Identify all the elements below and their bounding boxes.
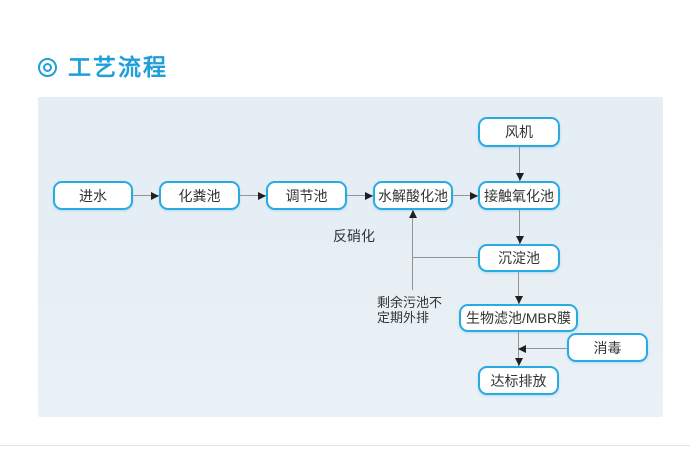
section-header: 工艺流程: [38, 52, 168, 82]
connector-line: [518, 348, 567, 349]
flow-node-label: 接触氧化池: [484, 187, 554, 204]
flow-node-disinfection: 消毒: [567, 333, 648, 362]
flow-node-blower: 风机: [478, 117, 560, 147]
flow-node-standard-discharge: 达标排放: [478, 366, 559, 395]
connector-line: [133, 195, 159, 196]
connector-line: [518, 272, 519, 304]
connector-line: [453, 195, 478, 196]
arrowhead-down-icon: [514, 358, 523, 366]
flow-node-hydrolysis-acidification-tank: 水解酸化池: [373, 181, 453, 210]
flow-node-label: 达标排放: [490, 372, 547, 389]
arrowhead-right-icon: [151, 191, 159, 200]
flow-node-label: 沉淀池: [498, 250, 540, 266]
arrowhead-left-icon: [518, 344, 526, 353]
flow-node-label: 水解酸化池: [378, 187, 448, 204]
arrowhead-right-icon: [470, 191, 478, 200]
flow-node-label: 进水: [79, 187, 107, 204]
flow-node-septic-tank: 化粪池: [159, 181, 240, 210]
flow-node-label: 化粪池: [178, 187, 221, 204]
flow-label-denitrification: 反硝化: [333, 228, 375, 244]
flow-node-contact-oxidation-tank: 接触氧化池: [478, 181, 560, 210]
section-title: 工艺流程: [68, 54, 168, 80]
connector-line: [240, 195, 266, 196]
flow-node-inlet-water: 进水: [53, 181, 133, 210]
connector-line: [519, 147, 520, 181]
flow-node-label: 风机: [505, 124, 533, 140]
double-circle-icon: [38, 57, 57, 77]
connector-line: [519, 210, 520, 244]
arrowhead-up-icon: [408, 210, 417, 218]
flow-node-regulating-tank: 调节池: [266, 181, 347, 210]
connector-line: [412, 257, 478, 258]
flow-node-biofilter-mbr-membrane: 生物滤池/MBR膜: [459, 304, 578, 332]
connector-line: [347, 195, 373, 196]
flow-node-label: 调节池: [285, 187, 328, 204]
flow-node-label: 消毒: [593, 339, 622, 356]
arrowhead-down-icon: [514, 296, 523, 304]
double-circle-icon-inner: [43, 62, 52, 72]
arrowhead-down-icon: [515, 236, 524, 244]
arrowhead-down-icon: [515, 173, 524, 181]
arrowhead-right-icon: [365, 191, 373, 200]
flow-label-excess-sludge-note: 剩余污池不 定期外排: [377, 295, 443, 325]
bottom-divider: [0, 445, 690, 446]
connector-line: [412, 257, 413, 290]
flow-node-label: 生物滤池/MBR膜: [466, 310, 571, 326]
flow-node-sedimentation-tank: 沉淀池: [478, 244, 560, 272]
arrowhead-right-icon: [258, 191, 266, 200]
connector-line: [412, 210, 413, 257]
